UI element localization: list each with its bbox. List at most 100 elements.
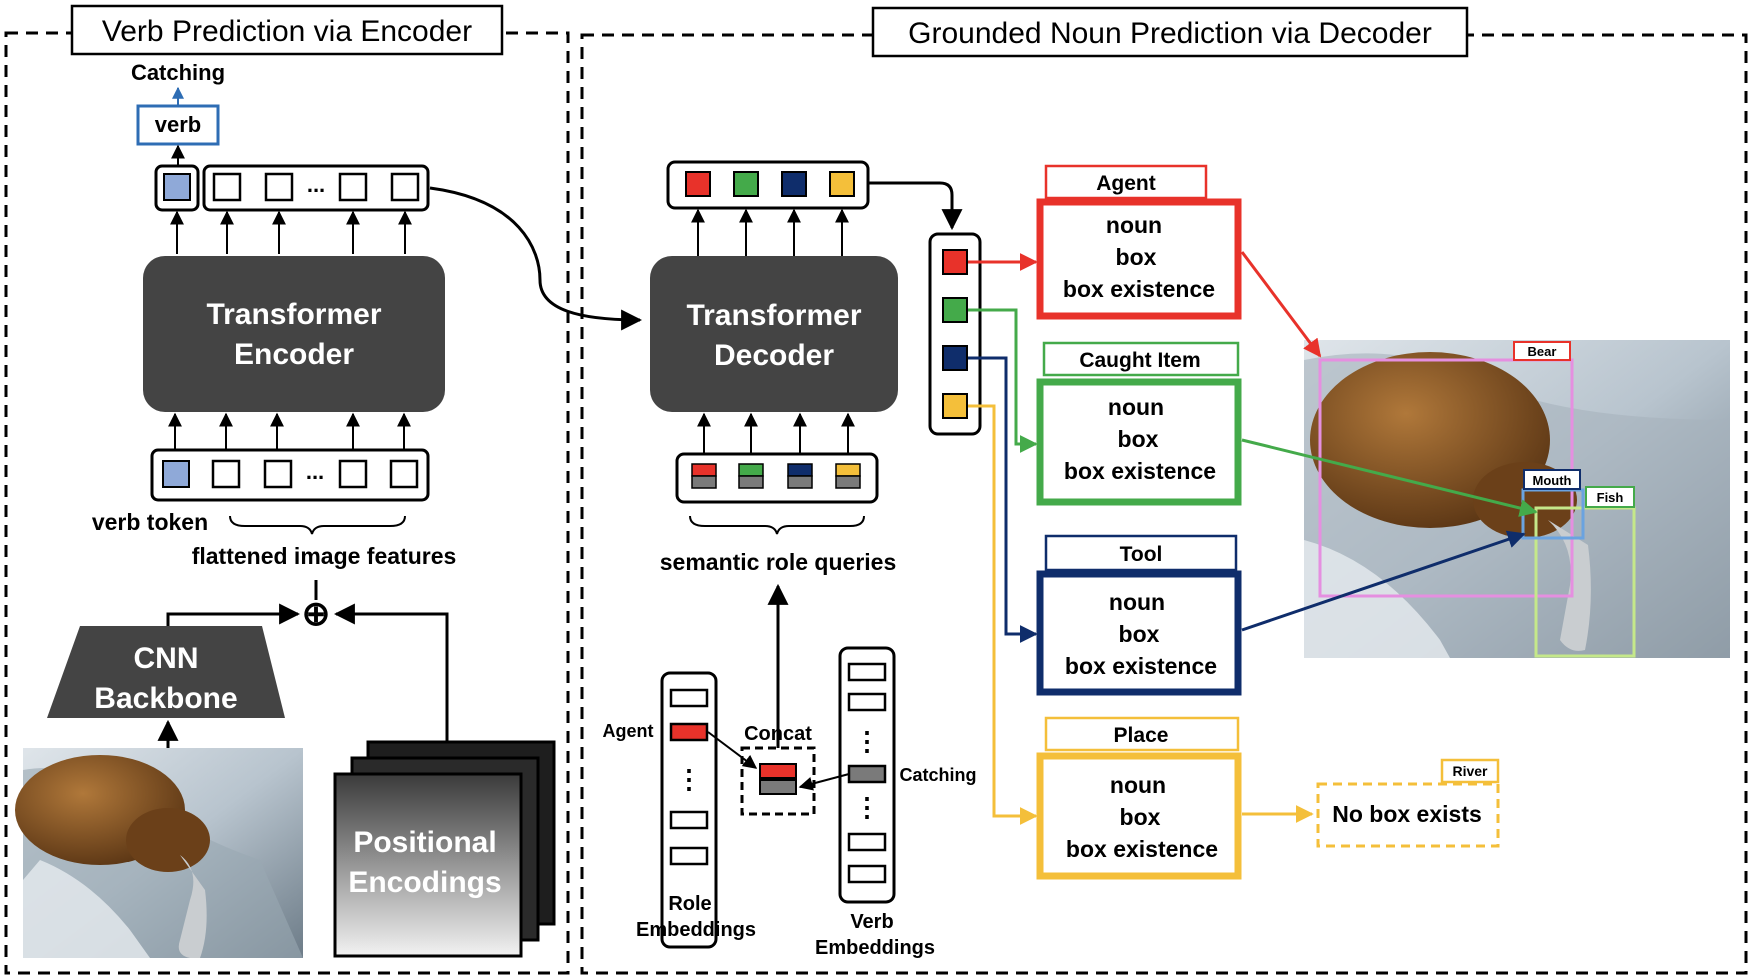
agent-embedding-label: Agent [603, 721, 654, 741]
role-embeddings-label-2: Embeddings [636, 919, 756, 941]
svg-text:noun: noun [1106, 212, 1162, 238]
mouth-label: Mouth [1533, 473, 1572, 488]
positional-label-1: Positional [353, 826, 496, 859]
encoder-output-arrows [170, 210, 412, 254]
query-tool [787, 463, 813, 489]
decoder-output-token-agent [685, 171, 711, 197]
role-embedding-slot [669, 846, 709, 866]
encoder-feature-output-frame [202, 164, 430, 212]
encoder-output-token [264, 172, 294, 202]
transformer-encoder-label-2: Encoder [234, 338, 354, 371]
role-card-tool: Tool noun box box existence [1036, 534, 1242, 696]
role-output-column [928, 232, 982, 436]
svg-text:Place: Place [1114, 724, 1169, 747]
svg-text:box existence: box existence [1065, 653, 1217, 679]
verb-box-label: verb [155, 112, 201, 137]
cnn-to-plus-connector [166, 603, 301, 626]
image-feature-token [211, 459, 241, 489]
fish-label-box [1585, 486, 1635, 508]
svg-text:box: box [1118, 426, 1159, 452]
verb-embeddings-label-1: Verb [850, 911, 893, 933]
svg-text:noun: noun [1108, 394, 1164, 420]
decoder-output-token-place [829, 171, 855, 197]
encoder-output-ellipsis: ... [307, 172, 325, 197]
query-place [835, 463, 861, 489]
role-output-tool [942, 345, 968, 371]
query-caught-item [738, 463, 764, 489]
bear-label: Bear [1528, 344, 1557, 359]
encoder-input-arrows [168, 412, 411, 452]
role-embeddings-label-1: Role [668, 893, 711, 915]
caught-item-to-fish-arrow [1241, 438, 1538, 517]
encoder-to-decoder-connector [429, 186, 643, 331]
role-output-agent [942, 249, 968, 275]
add-symbol: ⊕ [302, 595, 331, 633]
verb-to-concat-connector [798, 773, 850, 791]
query-agent [691, 463, 717, 489]
tool-to-mouth-arrow [1241, 530, 1526, 632]
semantic-queries-label: semantic role queries [660, 549, 897, 575]
transformer-decoder-label-2: Decoder [714, 339, 834, 372]
svg-text:box existence: box existence [1064, 458, 1216, 484]
grounded-image-bear [1304, 340, 1730, 658]
river-label: River [1452, 763, 1488, 779]
decoder-output-frame [666, 160, 870, 210]
verb-embedding-slot [847, 662, 887, 682]
role-output-caught-item [942, 297, 968, 323]
svg-text:Caught Item: Caught Item [1079, 349, 1200, 372]
decoder-title: Grounded Noun Prediction via Decoder [908, 17, 1432, 50]
role-to-concat-connector [707, 731, 758, 769]
transformer-decoder-block [650, 256, 898, 412]
role-embeddings-vdots: ⋮ [676, 764, 702, 794]
role-embedding-slot [669, 810, 709, 830]
svg-text:box: box [1120, 804, 1161, 830]
image-feature-token [338, 459, 368, 489]
semantic-queries-frame [675, 452, 879, 504]
decoder-output-token-tool [781, 171, 807, 197]
no-box-card [1316, 782, 1500, 848]
input-image-bear [15, 748, 303, 958]
image-feature-token [389, 459, 419, 489]
bear-label-box [1513, 341, 1571, 361]
verb-embeddings-vdots-top: ⋮ [854, 726, 880, 756]
decoder-to-column-connector [868, 181, 963, 231]
tool-route [968, 356, 1038, 643]
encoder-output-token [338, 172, 368, 202]
concat-role-part [759, 763, 797, 779]
fish-label: Fish [1597, 490, 1624, 505]
verb-embeddings-label-2: Embeddings [815, 937, 935, 959]
verb-embedding-catching [847, 764, 887, 784]
transformer-encoder-block [143, 256, 445, 412]
decoder-title-box [871, 6, 1469, 58]
role-output-place [942, 393, 968, 419]
concat-verb-part [759, 779, 797, 795]
svg-text:box: box [1116, 244, 1157, 270]
concat-label: Concat [744, 723, 812, 745]
svg-text:Tool: Tool [1120, 543, 1163, 566]
svg-text:Agent: Agent [1096, 172, 1156, 195]
decoder-input-arrows [697, 412, 855, 458]
positional-label-2: Encodings [348, 866, 501, 899]
transformer-encoder-label-1: Transformer [206, 298, 381, 331]
svg-text:box existence: box existence [1063, 276, 1215, 302]
flattened-features-label: flattened image features [192, 543, 457, 569]
mouth-label-box [1523, 469, 1581, 490]
catching-embedding-label: Catching [899, 765, 976, 785]
decoder-output-arrows [691, 208, 849, 256]
svg-text:box existence: box existence [1066, 836, 1218, 862]
role-card-caught-item: Caught Item noun box box existence [1036, 341, 1242, 506]
place-route [968, 404, 1038, 825]
river-label-box [1440, 758, 1500, 784]
verb-box [136, 104, 220, 146]
verb-embedding-slot [847, 832, 887, 852]
svg-text:box: box [1119, 621, 1160, 647]
decoder-output-token-caught-item [733, 171, 759, 197]
verb-embedding-slot [847, 864, 887, 884]
role-card-place: Place noun box box existence [1036, 716, 1242, 880]
encoder-title: Verb Prediction via Encoder [102, 15, 472, 48]
cnn-label-2: Backbone [94, 682, 237, 715]
encoder-output-token [390, 172, 420, 202]
agent-to-bear-arrow [1240, 251, 1322, 358]
pos-to-plus-connector [333, 603, 449, 742]
